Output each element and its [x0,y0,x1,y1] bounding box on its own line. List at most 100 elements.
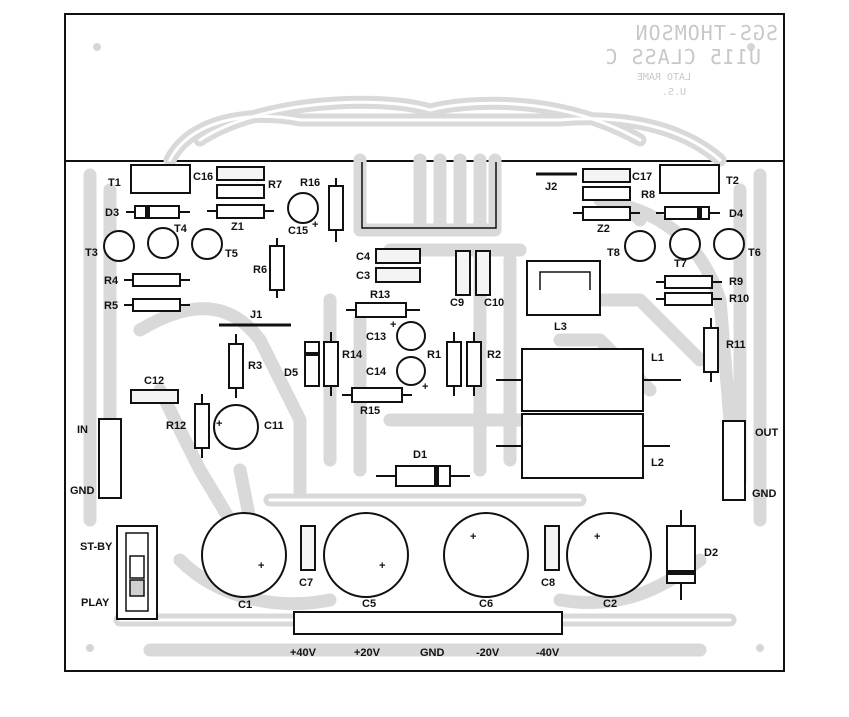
mounting-hole [756,644,764,652]
label-t5: T5 [225,248,238,260]
label-r14: R14 [342,349,363,361]
label-r10: R10 [729,293,749,305]
capacitor-c2 [566,512,652,598]
label-c15: C15 [288,225,308,237]
resistor-r6 [269,245,285,291]
label-r7: R7 [268,179,282,191]
capacitor-c13 [396,321,426,351]
label-standby: ST-BY [80,541,113,553]
inductor-l3 [526,260,601,316]
capacitor-c14 [396,356,426,386]
header-line1: SGS-THOMSON [635,21,778,45]
label-z2: Z2 [597,223,610,235]
svg-text:+: + [422,381,428,393]
resistor-r10 [664,292,713,306]
header-text: SGS-THOMSON U115 CLASS C LATO RAME U.S. [605,21,779,98]
transistor-t5 [191,228,223,260]
label-r5: R5 [104,300,118,312]
zener-z1 [216,204,265,219]
label-plus40v: +40V [290,647,317,659]
label-minus40v: -40V [536,647,560,659]
zener-z2 [582,206,631,221]
transistor-t3 [103,230,135,262]
capacitor-c7 [300,525,316,571]
label-t2: T2 [726,175,739,187]
label-t6: T6 [748,247,761,259]
svg-text:+: + [258,560,264,572]
svg-text:+: + [594,531,600,543]
label-r2: R2 [487,349,501,361]
capacitor-c9 [455,250,471,296]
label-r15: R15 [360,405,380,417]
label-r4: R4 [104,275,119,287]
capacitor-c15 [287,192,319,224]
label-r3: R3 [248,360,262,372]
label-t7: T7 [674,258,687,270]
resistor-r15 [351,387,403,403]
resistor-r2 [466,341,482,387]
resistor-r7 [216,184,265,199]
label-d2: D2 [704,547,718,559]
inductor-l1 [521,348,644,412]
label-c3: C3 [356,270,370,282]
transistor-t7 [669,228,701,260]
label-t1: T1 [108,177,121,189]
mounting-hole [747,43,755,51]
label-c14: C14 [366,366,387,378]
label-t3: T3 [85,247,98,259]
resistor-r13 [355,302,407,318]
diode-d3 [134,205,180,219]
svg-text:+: + [379,560,385,572]
label-d4: D4 [729,208,744,220]
label-c12: C12 [144,375,164,387]
inductor-l2 [521,413,644,479]
label-t4: T4 [174,223,188,235]
label-l2: L2 [651,457,664,469]
capacitor-c17 [582,168,631,183]
mounting-hole [93,43,101,51]
capacitor-c11 [213,404,259,450]
resistor-r16 [328,185,344,231]
label-r11: R11 [726,339,746,351]
capacitor-c6 [443,512,529,598]
svg-text:+: + [390,319,396,331]
label-in-gnd: GND [70,485,95,497]
svg-text:+: + [216,418,222,430]
label-out-gnd: GND [752,488,777,500]
capacitor-c8 [544,525,560,571]
connector-input [98,418,122,499]
power-connector [293,611,563,635]
label-r1: R1 [427,349,441,361]
label-t8: T8 [607,247,620,259]
label-play: PLAY [81,597,110,609]
transistor-t8 [624,230,656,262]
connector-output [722,420,746,501]
mounting-hole [86,644,94,652]
label-minus20v: -20V [476,647,500,659]
label-in: IN [77,424,88,436]
capacitor-c16 [216,166,265,181]
label-l3: L3 [554,321,567,333]
resistor-r1 [446,341,462,387]
label-c6: C6 [479,598,493,610]
label-c4: C4 [356,251,371,263]
diode-d4 [664,206,710,220]
transistor-t1 [130,164,191,194]
capacitor-c4 [375,248,421,264]
label-gnd-supply: GND [420,647,445,659]
label-c1: C1 [238,599,252,611]
label-r12: R12 [166,420,186,432]
label-c13: C13 [366,331,386,343]
svg-text:+: + [312,219,318,231]
label-d5: D5 [284,367,298,379]
resistor-r9 [664,275,713,289]
resistor-r14 [323,341,339,387]
resistor-r11 [703,327,719,373]
transistor-t4 [147,227,179,259]
resistor-r8 [582,186,631,201]
label-l1: L1 [651,352,664,364]
label-z1: Z1 [231,221,244,233]
label-plus20v: +20V [354,647,381,659]
label-c9: C9 [450,297,464,309]
